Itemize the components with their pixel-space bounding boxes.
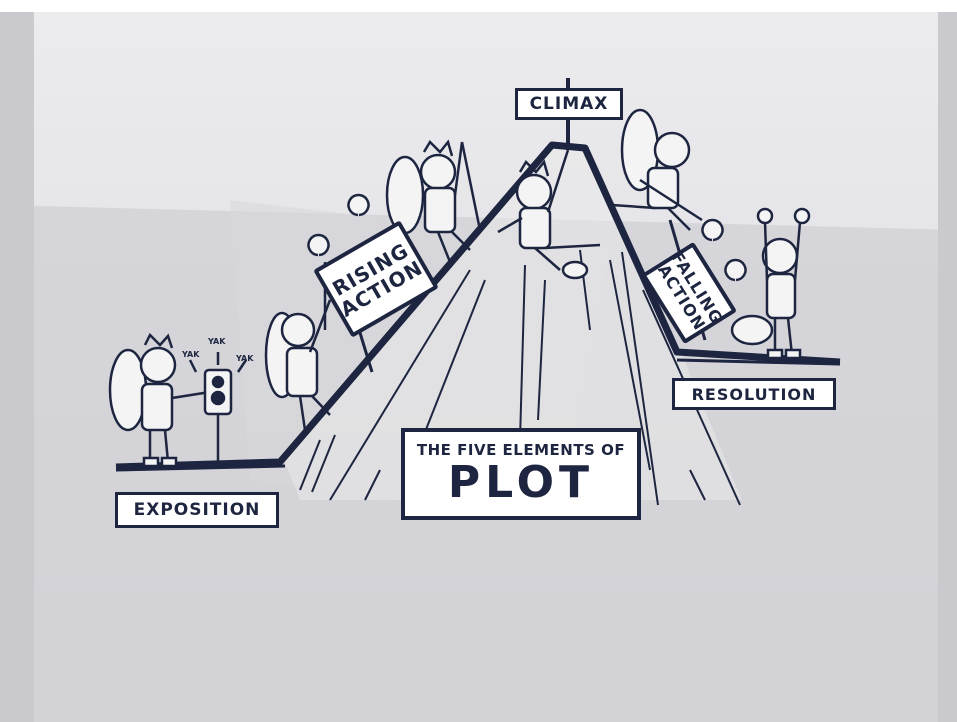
exposition-ground xyxy=(115,464,286,472)
resolution-ground xyxy=(676,358,841,366)
hiker-falling xyxy=(611,108,747,282)
resolution-label: RESOLUTION xyxy=(672,378,836,410)
top-frame-bar xyxy=(0,0,957,12)
climax-label: CLIMAX xyxy=(515,88,623,120)
exposition-text: EXPOSITION xyxy=(133,500,261,520)
hiker-rising-2 xyxy=(347,139,482,263)
resolution-text: RESOLUTION xyxy=(691,384,817,404)
hiker-exposition xyxy=(108,332,211,468)
diagram-title: PLOT xyxy=(447,457,595,508)
alarm-device-icon xyxy=(188,352,248,465)
hiker-resolution xyxy=(730,207,811,360)
climax-text: CLIMAX xyxy=(529,94,609,114)
yak-text-2: YAK xyxy=(207,337,226,346)
sound-effect-text: YAK YAK YAK xyxy=(181,337,254,363)
yak-text-1: YAK xyxy=(181,350,200,359)
exposition-label: EXPOSITION xyxy=(115,492,279,528)
hiker-climax xyxy=(497,149,601,280)
left-fold-shadow xyxy=(0,0,34,722)
right-fold-shadow xyxy=(938,0,957,722)
hiker-rising-1 xyxy=(264,233,332,431)
mountain-body xyxy=(285,148,742,500)
yak-text-3: YAK xyxy=(235,354,254,363)
diagram-title-box: THE FIVE ELEMENTS OF PLOT xyxy=(401,428,641,520)
diagram-subtitle: THE FIVE ELEMENTS OF xyxy=(416,441,626,459)
